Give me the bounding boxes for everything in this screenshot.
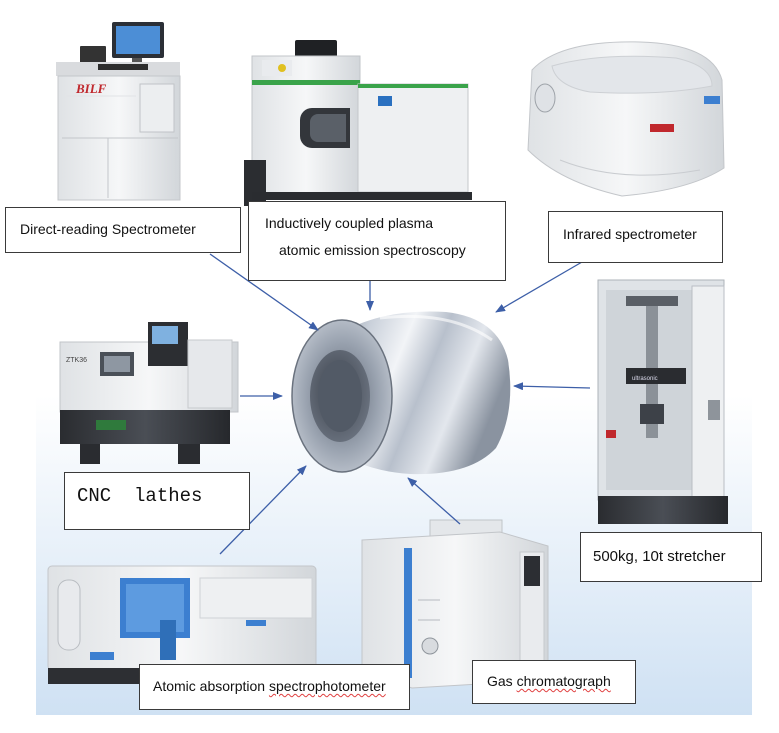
icp-aes-label-line1: Inductively coupled plasma xyxy=(265,215,434,231)
label-gas-chromatograph: Gas chromatograph xyxy=(472,660,636,704)
stretcher-label: 500kg, 10t stretcher xyxy=(593,548,726,565)
label-infrared-spectrometer: Infrared spectrometer xyxy=(548,211,723,263)
arrow-direct-reading xyxy=(209,253,319,331)
svg-text:ultrasonic: ultrasonic xyxy=(632,376,658,382)
atomic-absorption-label-prefix: Atomic absorption xyxy=(153,678,269,694)
aluminum-coil-image xyxy=(291,311,511,475)
gas-chromatograph-label-squiggle: chromatograph xyxy=(516,673,611,689)
atomic-absorption-label: Atomic absorption spectrophotometer xyxy=(153,678,386,694)
direct-reading-spectrometer-image: BILF xyxy=(56,22,181,201)
stretcher-image: ultrasonic xyxy=(597,279,728,524)
label-cnc-lathes: CNC lathes xyxy=(64,472,250,530)
infrared-spectrometer-label: Infrared spectrometer xyxy=(563,226,697,242)
gas-chromatograph-label: Gas chromatograph xyxy=(487,673,611,689)
bilf-logo-text: BILF xyxy=(75,81,107,96)
arrow-gas-chromatograph xyxy=(407,477,461,525)
arrows xyxy=(209,253,591,555)
gas-chromatograph-image xyxy=(361,519,549,689)
arrow-infrared xyxy=(495,261,583,313)
cnc-lathes-image: ZTK36 xyxy=(59,322,239,464)
icp-aes-image xyxy=(244,40,472,206)
icp-aes-label-line2: atomic emission spectroscopy xyxy=(279,242,466,258)
label-direct-reading-spectrometer: Direct-reading Spectrometer xyxy=(5,207,241,253)
svg-text:ZTK36: ZTK36 xyxy=(66,357,87,364)
arrow-stretcher xyxy=(513,382,591,391)
arrow-atomic-absorption xyxy=(219,465,307,555)
atomic-absorption-spectrophotometer-image xyxy=(47,565,317,684)
label-atomic-absorption: Atomic absorption spectrophotometer xyxy=(139,664,410,710)
label-icp-aes: Inductively coupled plasma atomic emissi… xyxy=(248,201,506,281)
infrared-spectrometer-image xyxy=(527,41,725,197)
atomic-absorption-label-squiggle: spectrophotometer xyxy=(268,678,386,694)
label-stretcher: 500kg, 10t stretcher xyxy=(580,532,762,582)
cnc-lathes-label: CNC lathes xyxy=(77,485,203,507)
direct-reading-spectrometer-label: Direct-reading Spectrometer xyxy=(20,221,196,237)
gas-chromatograph-label-prefix: Gas xyxy=(487,673,517,689)
